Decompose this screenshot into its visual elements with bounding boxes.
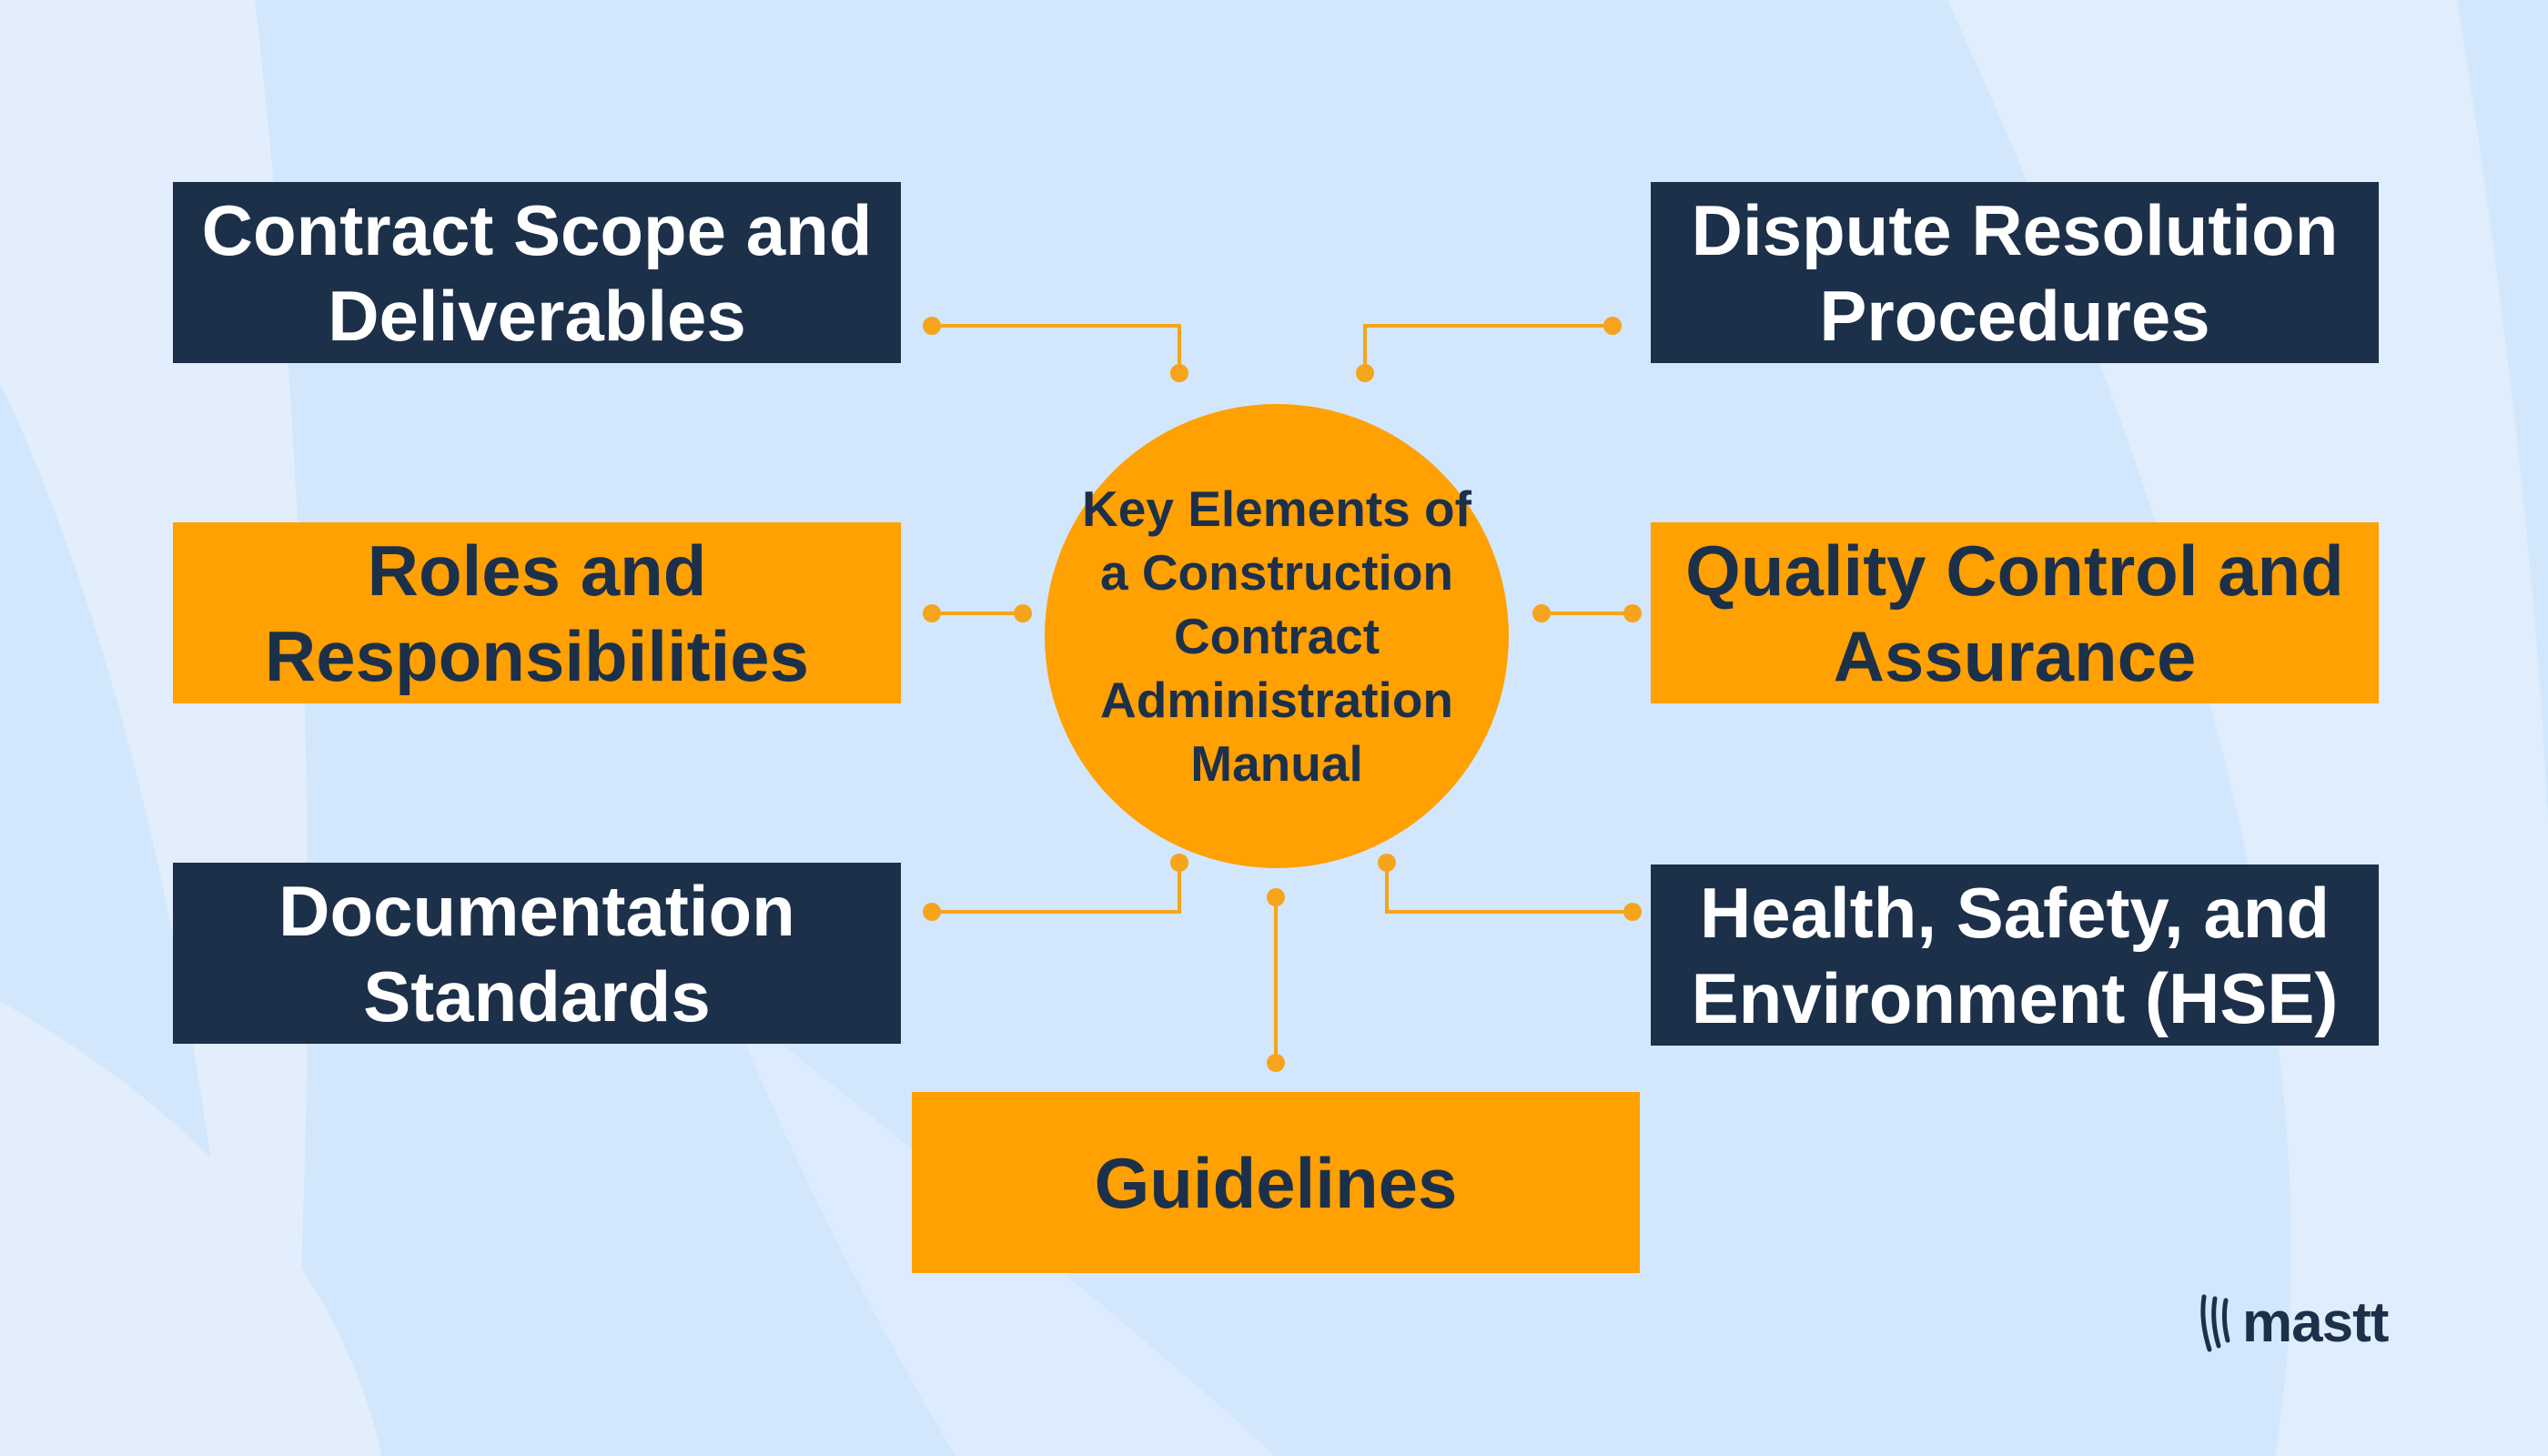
connector-quality-control-start-dot	[1623, 604, 1642, 622]
brand-name: mastt	[2242, 1291, 2389, 1354]
connector-hse-start-dot	[1623, 903, 1642, 921]
connector-hse-line	[1385, 863, 1633, 914]
connector-contract-scope-end-dot	[1170, 364, 1188, 382]
guidelines-label: Guidelines	[1094, 1142, 1458, 1223]
background-swoosh-right	[1947, 0, 2548, 1456]
center-topic-circle: Key Elements of a Construction Contract …	[1045, 404, 1509, 868]
connector-roles-start-dot	[923, 604, 941, 622]
connector-roles-end-dot	[1014, 604, 1032, 622]
documentation-box: Documentation Standards	[173, 863, 901, 1044]
connector-dispute-resolution-end-dot	[1356, 364, 1374, 382]
dispute-resolution-label: Dispute Resolution Procedures	[1691, 189, 2339, 356]
brand-logo: mastt	[2199, 1290, 2389, 1355]
hse-box: Health, Safety, and Environment (HSE)	[1651, 864, 2379, 1046]
documentation-label: Documentation Standards	[278, 870, 795, 1036]
roles-box: Roles and Responsibilities	[173, 522, 901, 703]
hse-label: Health, Safety, and Environment (HSE)	[1691, 872, 2339, 1038]
connector-documentation-line	[932, 863, 1181, 914]
connector-contract-scope-line	[932, 324, 1181, 373]
connector-contract-scope-start-dot	[923, 317, 941, 335]
connector-hse-end-dot	[1378, 854, 1396, 872]
connector-guidelines-end-dot	[1267, 1054, 1285, 1072]
connector-dispute-resolution-line	[1363, 324, 1613, 373]
connector-documentation-start-dot	[923, 903, 941, 921]
mastt-logo-icon	[2200, 1294, 2230, 1351]
connector-documentation-end-dot	[1170, 854, 1188, 872]
connector-guidelines-start-dot	[1267, 888, 1285, 906]
quality-control-label: Quality Control and Assurance	[1685, 530, 2344, 696]
contract-scope-label: Contract Scope and Deliverables	[201, 189, 873, 356]
roles-label: Roles and Responsibilities	[264, 530, 810, 696]
contract-scope-box: Contract Scope and Deliverables	[173, 182, 901, 363]
quality-control-box: Quality Control and Assurance	[1651, 522, 2379, 703]
background-swoosh-left-lower	[0, 1001, 382, 1456]
connector-quality-control-end-dot	[1532, 604, 1551, 622]
guidelines-box: Guidelines	[912, 1092, 1640, 1273]
connector-dispute-resolution-start-dot	[1603, 317, 1622, 335]
dispute-resolution-box: Dispute Resolution Procedures	[1651, 182, 2379, 363]
center-topic-label: Key Elements of a Construction Contract …	[1082, 480, 1471, 792]
